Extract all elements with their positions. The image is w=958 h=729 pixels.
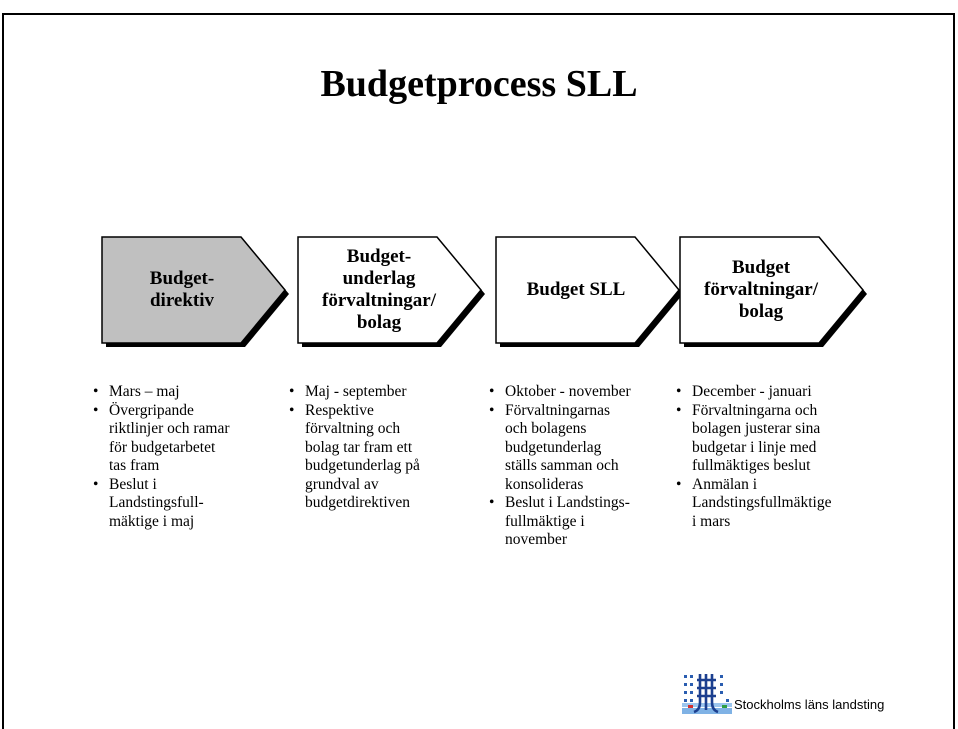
arrow-label-3: Budget SLL <box>526 279 626 300</box>
list-item: Respektive förvaltning och bolag tar fra… <box>287 402 482 513</box>
arrow-label-4: Budget förvaltningar/ bolag <box>704 257 818 322</box>
list-item: Beslut i Landstings- fullmäktige i novem… <box>487 494 682 550</box>
list-item: Maj - september <box>287 383 482 402</box>
list-item: Mars – maj <box>91 383 286 402</box>
arrow-label-2: Budget- underlag förvaltningar/ bolag <box>322 246 436 333</box>
list-item: Förvaltningarnas och bolagens budgetunde… <box>487 402 682 495</box>
arrow-label-1: Budget- direktiv <box>149 268 215 311</box>
process-arrow-1 <box>101 236 286 344</box>
slide-frame <box>2 13 955 729</box>
list-item: Anmälan i Landstingsfullmäktige i mars <box>674 476 904 532</box>
list-item: Beslut i Landstingsfull- mäktige i maj <box>91 476 286 532</box>
list-item: December - januari <box>674 383 904 402</box>
process-arrow-3 <box>495 236 680 344</box>
step-3-details: Oktober - november Förvaltningarnas och … <box>487 383 682 550</box>
sll-logo-icon <box>682 674 732 714</box>
process-arrow-2 <box>297 236 482 344</box>
step-4-details: December - januari Förvaltningarna och b… <box>674 383 904 531</box>
list-item: Oktober - november <box>487 383 682 402</box>
process-arrow-4 <box>679 236 864 344</box>
slide-title: Budgetprocess SLL <box>320 63 638 105</box>
list-item: Förvaltningarna och bolagen justerar sin… <box>674 402 904 476</box>
organization-name: Stockholms läns landsting <box>734 697 885 712</box>
list-item: Övergripande riktlinjer och ramar för bu… <box>91 402 286 476</box>
step-2-details: Maj - september Respektive förvaltning o… <box>287 383 482 513</box>
step-1-details: Mars – maj Övergripande riktlinjer och r… <box>91 383 286 531</box>
